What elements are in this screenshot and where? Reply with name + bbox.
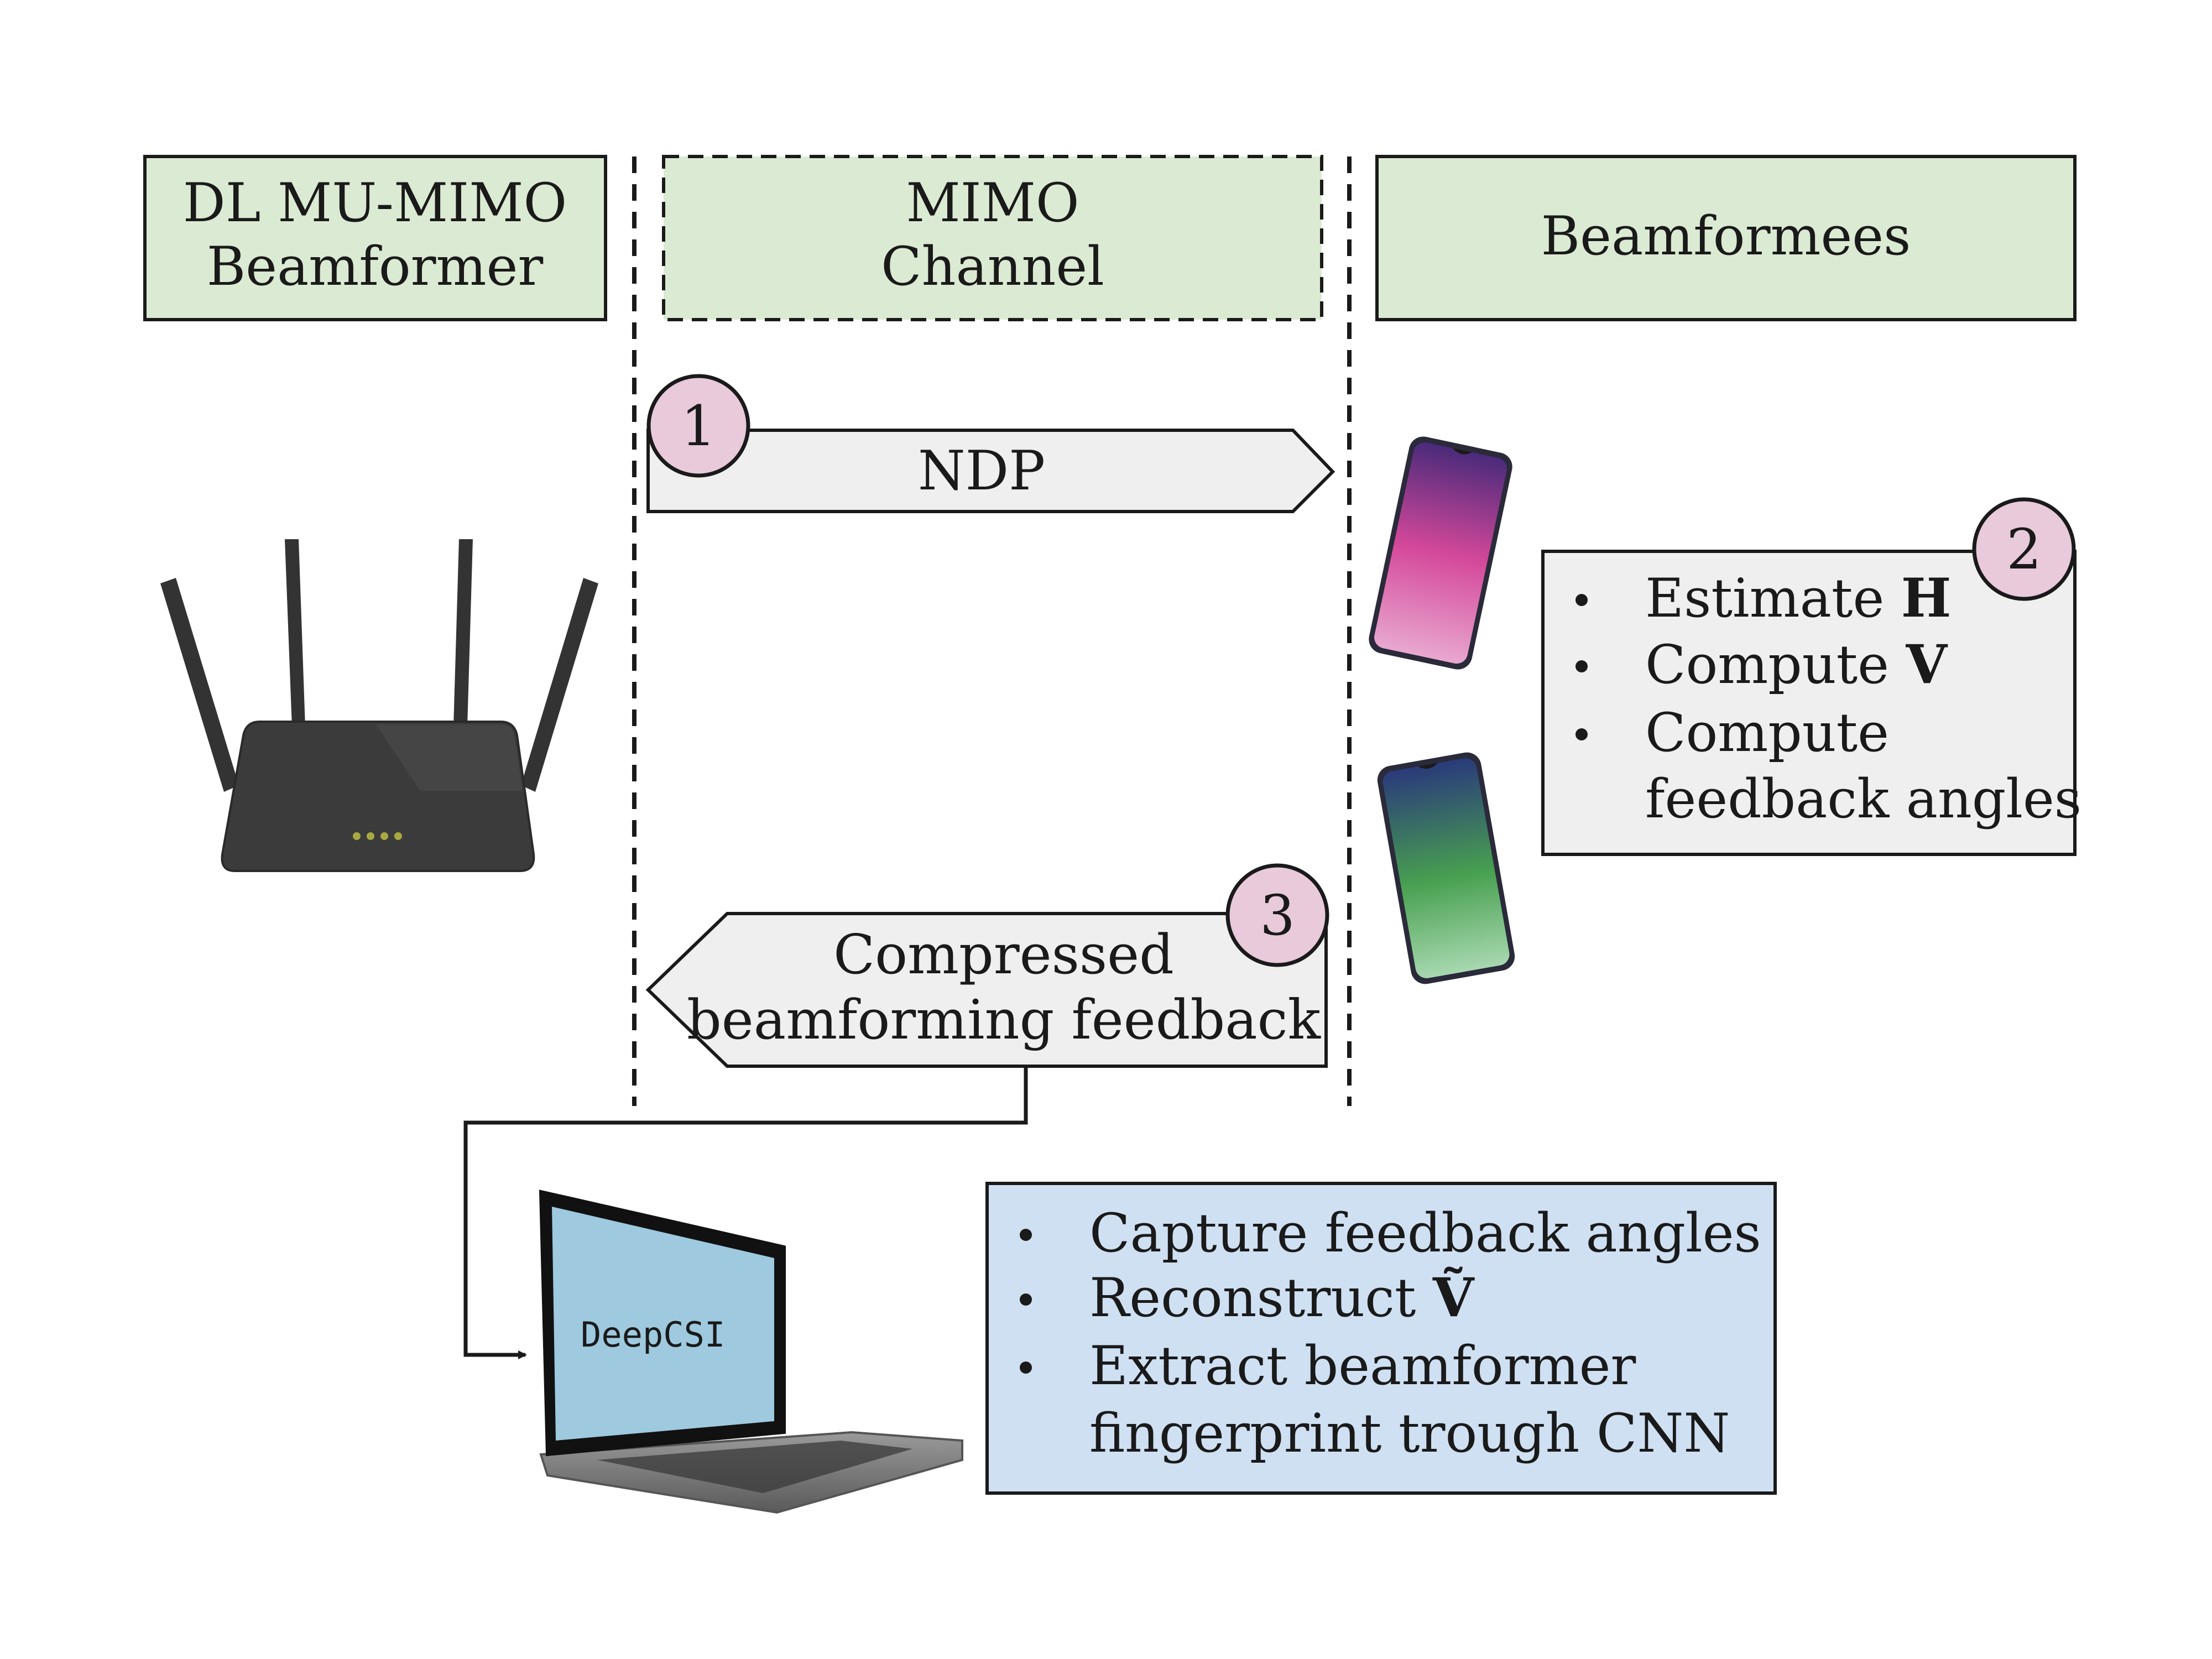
capture-bullet-3: Extract beamformer bbox=[1089, 1335, 1636, 1397]
capture-connector-arrow bbox=[463, 1066, 1028, 1359]
capture-box: Capture feedback angles Reconstruct Ṽ Ex… bbox=[985, 1182, 1777, 1495]
step-3-badge: 3 bbox=[1225, 863, 1329, 967]
step-2-bullet-3: Compute bbox=[1645, 702, 1889, 764]
header-beamformees-box bbox=[1375, 155, 2077, 321]
ndp-label: NDP bbox=[918, 440, 1045, 503]
capture-bullet-2: Reconstruct Ṽ bbox=[1089, 1266, 1475, 1329]
step-1-ndp-arrow: NDP bbox=[646, 429, 1335, 513]
header-beamformer-box bbox=[143, 155, 607, 321]
header-channel-box bbox=[662, 155, 1323, 321]
step-2-number: 2 bbox=[2006, 517, 2042, 582]
header-channel: MIMO Channel bbox=[662, 155, 1323, 321]
laptop-screen-text: DeepCSI bbox=[581, 1314, 725, 1355]
capture-bullet-3-cont: fingerprint trough CNN bbox=[1089, 1402, 1730, 1464]
header-beamformer-line1: DL MU-MIMO bbox=[183, 172, 567, 234]
step-3-number: 3 bbox=[1260, 883, 1295, 948]
header-beamformees: Beamformees bbox=[1375, 155, 2077, 321]
header-beamformer-line2: Beamformer bbox=[207, 236, 544, 298]
feedback-label-line1: Compressed bbox=[833, 924, 1174, 987]
smartphone-icon-top bbox=[1369, 436, 1512, 670]
header-beamformees-label: Beamformees bbox=[1541, 205, 1911, 267]
header-beamformer: DL MU-MIMO Beamformer bbox=[143, 155, 607, 321]
step-1-badge: 1 bbox=[646, 374, 750, 478]
smartphone-icon-bottom bbox=[1377, 752, 1515, 984]
step-2-bullet-2: Compute V bbox=[1645, 633, 1948, 696]
header-channel-line1: MIMO bbox=[906, 172, 1079, 234]
step-2-bullet-1: Estimate H bbox=[1645, 567, 1952, 629]
capture-bullet-1: Capture feedback angles bbox=[1089, 1202, 1761, 1264]
step-2-badge: 2 bbox=[1972, 497, 2076, 601]
feedback-label-line2: beamforming feedback bbox=[687, 989, 1322, 1052]
header-channel-line2: Channel bbox=[881, 236, 1104, 298]
laptop-icon: DeepCSI bbox=[539, 1190, 963, 1514]
step-2-box: Estimate H Compute V Compute feedback an… bbox=[1541, 550, 2081, 856]
step-2-bullet-3-cont: feedback angles bbox=[1645, 768, 2081, 830]
step-1-number: 1 bbox=[681, 394, 716, 458]
step-3-feedback-arrow: Compressed beamforming feedback bbox=[645, 912, 1328, 1068]
wifi-router-icon bbox=[160, 539, 598, 872]
